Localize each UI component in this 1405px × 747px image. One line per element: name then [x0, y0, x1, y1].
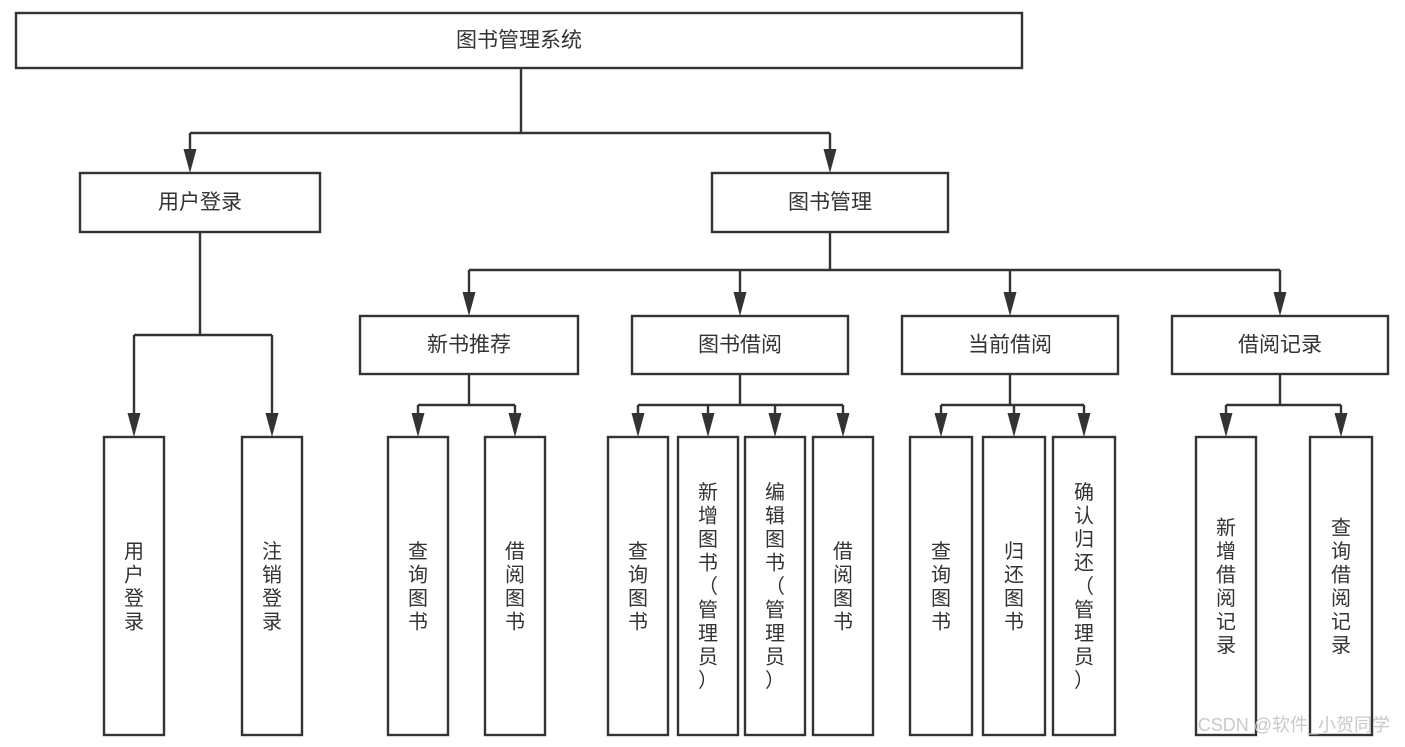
- arrow-head-icon: [733, 292, 747, 316]
- node-label: 新增借阅记录: [1216, 517, 1236, 658]
- node-root[interactable]: 图书管理系统: [14, 11, 1024, 70]
- arrow-head-icon: [823, 149, 837, 173]
- node-label: 图书借阅: [698, 334, 782, 357]
- connector-layer: [127, 68, 1348, 437]
- node-box: [743, 435, 807, 737]
- arrow-head-icon: [1077, 413, 1091, 437]
- arrow-head-icon: [768, 413, 782, 437]
- node-label: 借阅图书: [505, 540, 525, 634]
- node-label: 用户登录: [158, 191, 242, 214]
- arrow-head-icon: [127, 413, 141, 437]
- arrow-head-icon: [1273, 292, 1287, 316]
- node-label: 新书推荐: [427, 334, 511, 357]
- arrow-head-icon: [411, 413, 425, 437]
- node-box: [1051, 435, 1117, 737]
- arrow-head-icon: [462, 292, 476, 316]
- node-label: 查询借阅记录: [1331, 517, 1351, 658]
- node-records[interactable]: 借阅记录: [1170, 314, 1390, 376]
- arrow-head-icon: [1003, 292, 1017, 316]
- node-leaf-user-login[interactable]: 用户登录: [102, 435, 166, 737]
- node-box: [908, 435, 974, 737]
- node-label: 用户登录: [124, 541, 144, 634]
- node-leaf-cur-confirm[interactable]: 确认归还（管理员）: [1051, 435, 1117, 737]
- node-label: 编辑图书（管理员）: [765, 481, 785, 692]
- node-label: 借阅记录: [1238, 334, 1322, 357]
- node-label: 归还图书: [1004, 540, 1024, 634]
- node-leaf-cur-return[interactable]: 归还图书: [981, 435, 1047, 737]
- node-label: 查询图书: [628, 540, 648, 634]
- node-box: [78, 171, 322, 234]
- node-label: 借阅图书: [833, 540, 853, 634]
- arrow-head-icon: [265, 413, 279, 437]
- node-box: [1170, 314, 1390, 376]
- node-login[interactable]: 用户登录: [78, 171, 322, 234]
- node-box: [1308, 435, 1374, 737]
- node-label: 图书管理: [788, 191, 872, 214]
- node-leaf-bw-edit[interactable]: 编辑图书（管理员）: [743, 435, 807, 737]
- node-box: [14, 11, 1024, 70]
- arrow-head-icon: [631, 413, 645, 437]
- node-box: [630, 314, 850, 376]
- node-box: [1194, 435, 1258, 737]
- node-bookmgr[interactable]: 图书管理: [710, 171, 950, 234]
- arrow-head-icon: [1007, 413, 1021, 437]
- node-leaf-bw-query[interactable]: 查询图书: [606, 435, 670, 737]
- node-borrow[interactable]: 图书借阅: [630, 314, 850, 376]
- node-label: 当前借阅: [968, 334, 1052, 357]
- node-leaf-cur-query[interactable]: 查询图书: [908, 435, 974, 737]
- node-box: [811, 435, 875, 737]
- arrow-head-icon: [701, 413, 715, 437]
- node-box: [606, 435, 670, 737]
- node-leaf-nb-query[interactable]: 查询图书: [386, 435, 450, 737]
- node-leaf-rec-query[interactable]: 查询借阅记录: [1308, 435, 1374, 737]
- node-box: [981, 435, 1047, 737]
- node-layer: 图书管理系统用户登录图书管理新书推荐图书借阅当前借阅借阅记录用户登录注销登录查询…: [14, 11, 1390, 737]
- node-box: [710, 171, 950, 234]
- watermark-text: CSDN @软件_小贺同学: [1198, 715, 1390, 736]
- node-leaf-bw-borrow[interactable]: 借阅图书: [811, 435, 875, 737]
- node-leaf-bw-add[interactable]: 新增图书（管理员）: [676, 435, 740, 737]
- node-label: 查询图书: [408, 540, 428, 634]
- arrow-head-icon: [508, 413, 522, 437]
- arrow-head-icon: [934, 413, 948, 437]
- node-box: [900, 314, 1120, 376]
- node-box: [358, 314, 580, 376]
- node-leaf-rec-add[interactable]: 新增借阅记录: [1194, 435, 1258, 737]
- node-box: [483, 435, 547, 737]
- node-label: 查询图书: [931, 540, 951, 634]
- node-label: 新增图书（管理员）: [698, 481, 718, 692]
- node-box: [386, 435, 450, 737]
- arrow-head-icon: [1219, 413, 1233, 437]
- arrow-head-icon: [1334, 413, 1348, 437]
- node-box: [240, 435, 304, 737]
- arrow-head-icon: [836, 413, 850, 437]
- node-current[interactable]: 当前借阅: [900, 314, 1120, 376]
- node-box: [676, 435, 740, 737]
- node-box: [102, 435, 166, 737]
- node-label: 注销登录: [262, 540, 282, 634]
- node-newbook[interactable]: 新书推荐: [358, 314, 580, 376]
- arrow-head-icon: [183, 149, 197, 173]
- node-leaf-user-logout[interactable]: 注销登录: [240, 435, 304, 737]
- node-leaf-nb-borrow[interactable]: 借阅图书: [483, 435, 547, 737]
- node-label: 图书管理系统: [456, 29, 582, 52]
- node-label: 确认归还（管理员）: [1074, 481, 1094, 692]
